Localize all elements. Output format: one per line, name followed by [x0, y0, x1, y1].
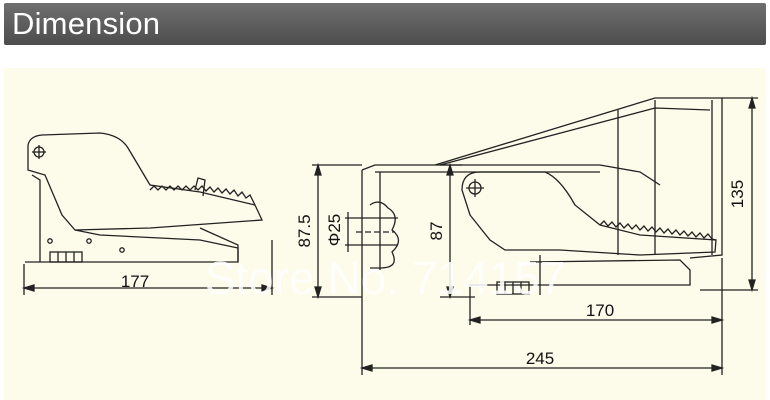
header-bar: Dimension — [4, 3, 766, 45]
dim-width-left: 177 — [121, 272, 149, 291]
left-pedal-view — [21, 132, 275, 295]
store-watermark: Store No. 714157 — [205, 252, 566, 304]
dim-bore-diameter: Φ25 — [325, 214, 344, 246]
dim-total-height: 135 — [728, 180, 747, 208]
drawing-panel — [4, 68, 766, 400]
right-pedal-view — [312, 95, 758, 375]
dim-total-length: 245 — [526, 349, 554, 368]
dim-side-height: 87.5 — [295, 214, 314, 247]
page-title: Dimension — [12, 6, 161, 41]
dim-base-length: 170 — [586, 301, 614, 320]
dim-pedal-height: 87 — [427, 222, 446, 241]
